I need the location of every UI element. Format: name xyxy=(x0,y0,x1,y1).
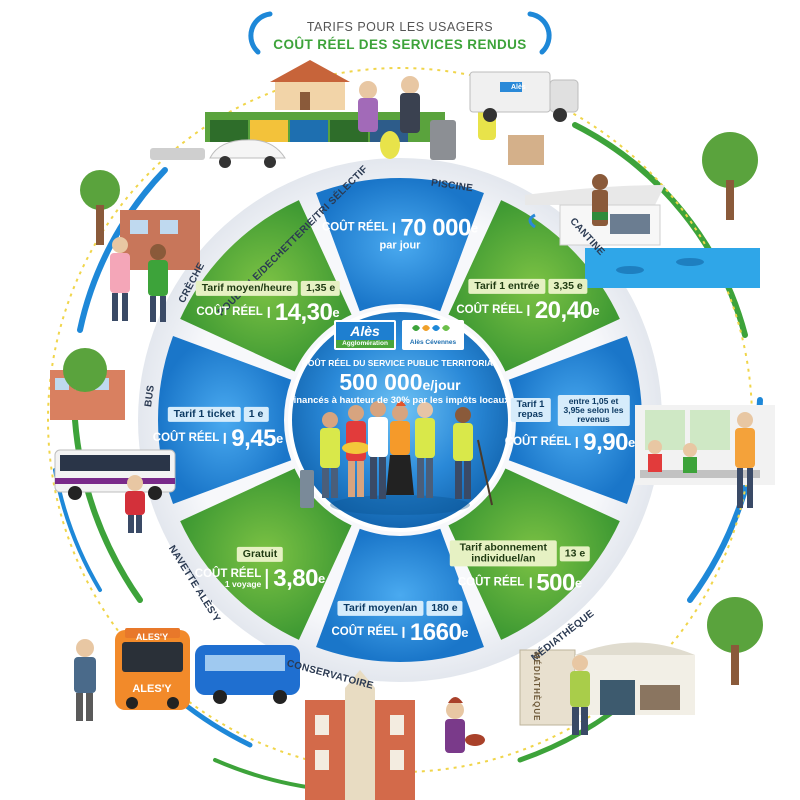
illustration-navette xyxy=(74,628,300,721)
tariff-value: 1,35 e xyxy=(301,280,341,296)
header-title: COÛT RÉEL DES SERVICES RENDUS xyxy=(273,37,527,52)
cost-word-text: COÛT RÉEL xyxy=(194,567,262,580)
illustration-swimming-pool xyxy=(525,132,760,288)
logo-cevennes-text: Alès Cévennes xyxy=(409,339,457,346)
logo-ales-agglomeration xyxy=(334,320,396,350)
segment-mediatheque: Tarif abonnement individuel/an 13 e COÛT… xyxy=(449,540,591,597)
center-total-unit: e/jour xyxy=(422,377,461,393)
cost-word: COÛT RÉEL 1 voyage xyxy=(194,567,269,590)
tariff-label: Tarif 1 ticket xyxy=(167,406,241,422)
truck-logo: Alès xyxy=(511,84,526,91)
center-caption: COÛT RÉEL DU SERVICE PUBLIC TERRITORIAL xyxy=(301,358,499,368)
segment-cantine-repas: Tarif 1 repas entre 1,05 et 3,95e selon … xyxy=(505,395,635,455)
tariff-label: Tarif abonnement individuel/an xyxy=(449,540,557,567)
tariff-value: 1 e xyxy=(243,406,269,422)
illustration-waste-collection xyxy=(150,60,579,168)
cost-value: 20,40 xyxy=(534,296,593,324)
center-total-value: 500 000 xyxy=(339,369,423,395)
tariff-label: Tarif moyen/heure xyxy=(195,280,299,296)
cost-word: COÛT RÉEL xyxy=(196,306,270,319)
segment-wedge-piscine xyxy=(316,178,484,312)
tariff-value: 3,35 e xyxy=(548,278,588,294)
tariff-value: 13 e xyxy=(559,545,591,561)
cost-value: 1660 xyxy=(409,618,462,646)
cost-unit: e xyxy=(332,304,340,320)
cost-unit: e xyxy=(461,624,469,640)
navette-sign: ALES'Y xyxy=(135,632,169,642)
cost-value: 14,30 xyxy=(274,298,333,326)
logo-ales-subtext: Agglomération xyxy=(342,340,388,347)
cost-unit: e xyxy=(574,575,583,591)
center-financing: financés à hauteur de 30% par les impôts… xyxy=(290,395,510,406)
cost-word: COÛT RÉEL xyxy=(331,626,405,639)
cost-subtext: par jour xyxy=(379,239,421,252)
tariff-label: Gratuit xyxy=(236,546,284,562)
staff-figures xyxy=(300,401,493,508)
navette-side-text: ALES'Y xyxy=(132,683,172,695)
cost-word: COÛT RÉEL xyxy=(153,432,227,445)
mediatheque-sign: MÉDIATHÈQUE xyxy=(532,652,541,722)
cost-value: 500 xyxy=(536,569,575,597)
segments xyxy=(158,178,643,662)
tariff-label: Tarif moyen/an xyxy=(337,600,424,616)
center-total: 500 000e/jour xyxy=(339,369,460,396)
illustration-mediatheque xyxy=(519,597,763,735)
illustration-conservatoire xyxy=(305,670,485,800)
cost-word: COÛT RÉEL xyxy=(456,304,530,317)
cost-value: 9,90 xyxy=(583,428,628,456)
logo-ales-text: Alès xyxy=(350,323,380,339)
cost-value: 70 000 xyxy=(400,214,471,242)
cost-unit: e xyxy=(470,220,479,236)
segment-wedge-conservatoire xyxy=(316,528,484,662)
tariff-value: 180 e xyxy=(426,600,463,616)
tariff-label: Tarif 1 entrée xyxy=(468,278,546,294)
cost-word: COÛT RÉEL xyxy=(322,222,396,234)
cost-word: COÛT RÉEL xyxy=(458,577,532,589)
illustration-bus xyxy=(50,348,176,533)
tariff-label: Tarif 1 repas xyxy=(510,398,551,423)
cost-unit: e xyxy=(592,302,600,318)
cost-value: 3,80 xyxy=(273,564,318,592)
tariff-note: entre 1,05 et 3,95e selon les revenus xyxy=(557,395,630,426)
logo-ales-cevennes xyxy=(402,320,464,350)
cost-unit: e xyxy=(627,434,636,450)
cost-unit: e xyxy=(275,430,284,446)
cost-unit: e xyxy=(317,570,326,586)
cost-subtext: 1 voyage xyxy=(224,579,262,590)
illustration-creche xyxy=(80,170,200,322)
illustration-canteen xyxy=(635,405,775,508)
cost-word: COÛT RÉEL xyxy=(505,436,579,449)
header-subtitle: TARIFS POUR LES USAGERS xyxy=(306,20,494,34)
cost-value: 9,45 xyxy=(231,424,276,452)
